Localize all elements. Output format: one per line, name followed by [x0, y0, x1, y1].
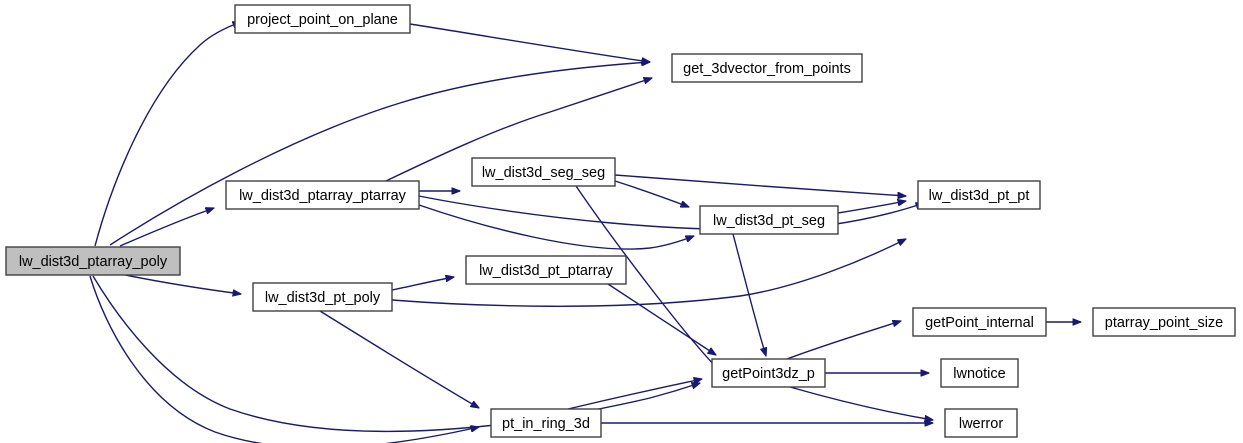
graph-edge: [837, 201, 906, 214]
graph-edge: [575, 185, 722, 373]
graph-edge: [319, 310, 479, 408]
node-label: lw_dist3d_pt_pt: [929, 188, 1030, 204]
edge-layer: [89, 22, 1081, 443]
graph-edge: [391, 277, 454, 291]
node-box[interactable]: [940, 358, 1019, 388]
graph-node-pt_in_ring_3d[interactable]: pt_in_ring_3d: [490, 408, 602, 438]
graph-node-lw_dist3d_pt_poly[interactable]: lw_dist3d_pt_poly: [252, 282, 393, 312]
node-box[interactable]: [917, 180, 1041, 210]
graph-edge: [89, 275, 479, 443]
node-label: lw_dist3d_pt_poly: [265, 290, 381, 306]
node-label: lw_dist3d_pt_ptarray: [479, 263, 614, 279]
node-box[interactable]: [225, 180, 420, 210]
graph-edge: [786, 321, 901, 360]
graph-edge: [418, 204, 694, 250]
graph-edge: [92, 275, 700, 433]
graph-edge: [385, 78, 652, 182]
node-label: lwnotice: [953, 366, 1005, 382]
graph-edge: [607, 283, 716, 355]
node-label: ptarray_point_size: [1105, 315, 1224, 331]
node-box[interactable]: [234, 4, 411, 34]
graph-node-lw_dist3d_pt_seg[interactable]: lw_dist3d_pt_seg: [699, 205, 839, 235]
graph-edge: [732, 233, 766, 356]
node-label: lw_dist3d_ptarray_ptarray: [239, 188, 407, 204]
graph-node-lwerror[interactable]: lwerror: [944, 408, 1018, 438]
node-label: lwerror: [959, 416, 1003, 432]
node-box[interactable]: [699, 205, 839, 235]
node-layer: project_point_on_plane get_3dvector_from_…: [5, 4, 1236, 438]
node-box[interactable]: [5, 246, 181, 276]
node-label: get_3dvector_from_points: [683, 61, 851, 77]
graph-edge: [119, 208, 214, 247]
node-label: getPoint_internal: [925, 315, 1034, 331]
graph-edge: [614, 180, 689, 208]
graph-node-lw_dist3d_pt_ptarray[interactable]: lw_dist3d_pt_ptarray: [465, 255, 627, 285]
graph-edge: [409, 23, 650, 62]
graph-node-lw_dist3d_pt_pt[interactable]: lw_dist3d_pt_pt: [917, 180, 1041, 210]
graph-edge: [109, 62, 650, 246]
graph-node-project_point_on_plane[interactable]: project_point_on_plane: [234, 4, 411, 34]
node-label: pt_in_ring_3d: [502, 416, 590, 432]
node-box[interactable]: [471, 157, 616, 187]
graph-node-lw_dist3d_seg_seg[interactable]: lw_dist3d_seg_seg: [471, 157, 616, 187]
graph-node-lwnotice[interactable]: lwnotice: [940, 358, 1019, 388]
node-box[interactable]: [465, 255, 627, 285]
node-label: getPoint3dz_p: [722, 366, 815, 382]
node-box[interactable]: [1092, 307, 1236, 337]
graph-edge: [567, 379, 702, 410]
graph-node-get_3dvector_from_points[interactable]: get_3dvector_from_points: [671, 53, 863, 83]
graph-node-lw_dist3d_ptarray_ptarray[interactable]: lw_dist3d_ptarray_ptarray: [225, 180, 420, 210]
graph-node-getPoint3dz_p[interactable]: getPoint3dz_p: [711, 358, 826, 388]
graph-node-lw_dist3d_ptarray_poly[interactable]: lw_dist3d_ptarray_poly: [5, 246, 181, 276]
node-box[interactable]: [490, 408, 602, 438]
graph-node-ptarray_point_size[interactable]: ptarray_point_size: [1092, 307, 1236, 337]
node-label: lw_dist3d_ptarray_poly: [19, 254, 168, 270]
node-box[interactable]: [944, 408, 1018, 438]
node-box[interactable]: [671, 53, 863, 83]
graph-edge: [789, 386, 933, 420]
node-label: lw_dist3d_seg_seg: [482, 165, 605, 181]
graph-edge: [391, 239, 906, 307]
graph-edge: [614, 174, 906, 196]
node-box[interactable]: [252, 282, 393, 312]
graph-edge: [124, 274, 241, 294]
graph-edge: [94, 22, 241, 247]
node-box[interactable]: [912, 307, 1047, 337]
node-label: lw_dist3d_pt_seg: [713, 213, 825, 229]
graph-node-getPoint_internal[interactable]: getPoint_internal: [912, 307, 1047, 337]
node-label: project_point_on_plane: [247, 12, 398, 28]
node-box[interactable]: [711, 358, 826, 388]
